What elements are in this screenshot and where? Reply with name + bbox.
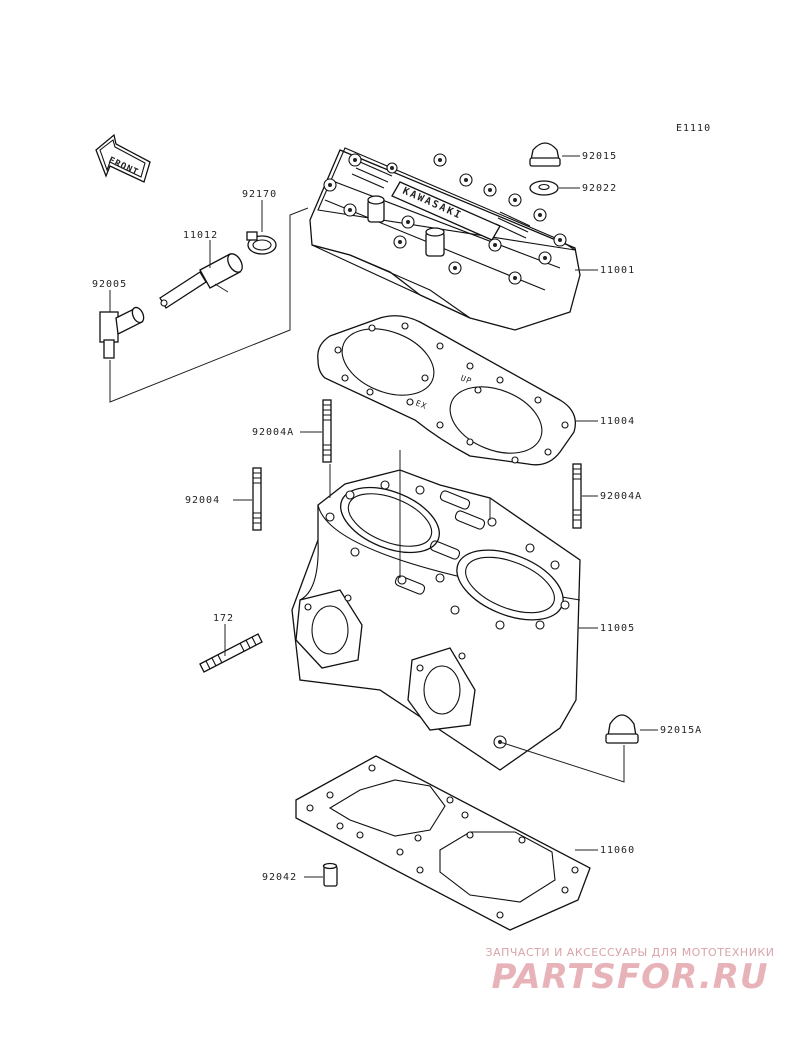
callout-92015: 92015	[582, 151, 617, 162]
diagram-code: E1110	[676, 123, 711, 134]
callout-92004A-right: 92004A	[600, 491, 642, 502]
callout-92170: 92170	[242, 189, 277, 200]
watermark-subtitle: ЗАПЧАСТИ И АКСЕССУАРЫ ДЛЯ МОТОТЕХНИКИ	[485, 946, 775, 959]
elbow-92005	[99, 290, 145, 359]
callout-11001: 11001	[600, 265, 635, 276]
front-arrow: FRONT	[95, 133, 151, 183]
stud-92004A-left	[300, 399, 332, 463]
gasket-mark-ex: EX	[414, 399, 428, 412]
cap-nut-92015A	[499, 714, 658, 783]
callout-92005: 92005	[92, 279, 127, 290]
watermark-brand: PARTSFOR.RU	[491, 957, 769, 997]
callout-92004: 92004	[185, 495, 220, 506]
callout-92022: 92022	[582, 183, 617, 194]
washer-92022	[529, 180, 580, 196]
callout-11004: 11004	[600, 416, 635, 427]
head-gasket-11004: UP EX	[317, 315, 577, 466]
stud-172	[199, 624, 263, 673]
stud-92004A-right	[572, 463, 598, 529]
cylinder-head-11001: KAWASAKI	[309, 147, 581, 331]
dowel-92042	[304, 862, 338, 887]
fitting-11012	[159, 240, 243, 309]
gasket-mark-up: UP	[459, 374, 473, 387]
callout-92042: 92042	[262, 872, 297, 883]
cap-nut-92015	[529, 142, 580, 167]
callout-92015A: 92015A	[660, 725, 702, 736]
callout-11005: 11005	[600, 623, 635, 634]
stud-92004	[233, 467, 262, 531]
callout-172: 172	[213, 613, 234, 624]
base-gasket-11060	[295, 755, 591, 931]
callout-92004A-left: 92004A	[252, 427, 294, 438]
callout-11012: 11012	[183, 230, 218, 241]
hose-clamp-92170	[246, 200, 277, 255]
watermark: ЗАПЧАСТИ И АКСЕССУАРЫ ДЛЯ МОТОТЕХНИКИ PA…	[470, 946, 790, 995]
callout-11060: 11060	[600, 845, 635, 856]
cylinder-11005	[291, 469, 581, 771]
